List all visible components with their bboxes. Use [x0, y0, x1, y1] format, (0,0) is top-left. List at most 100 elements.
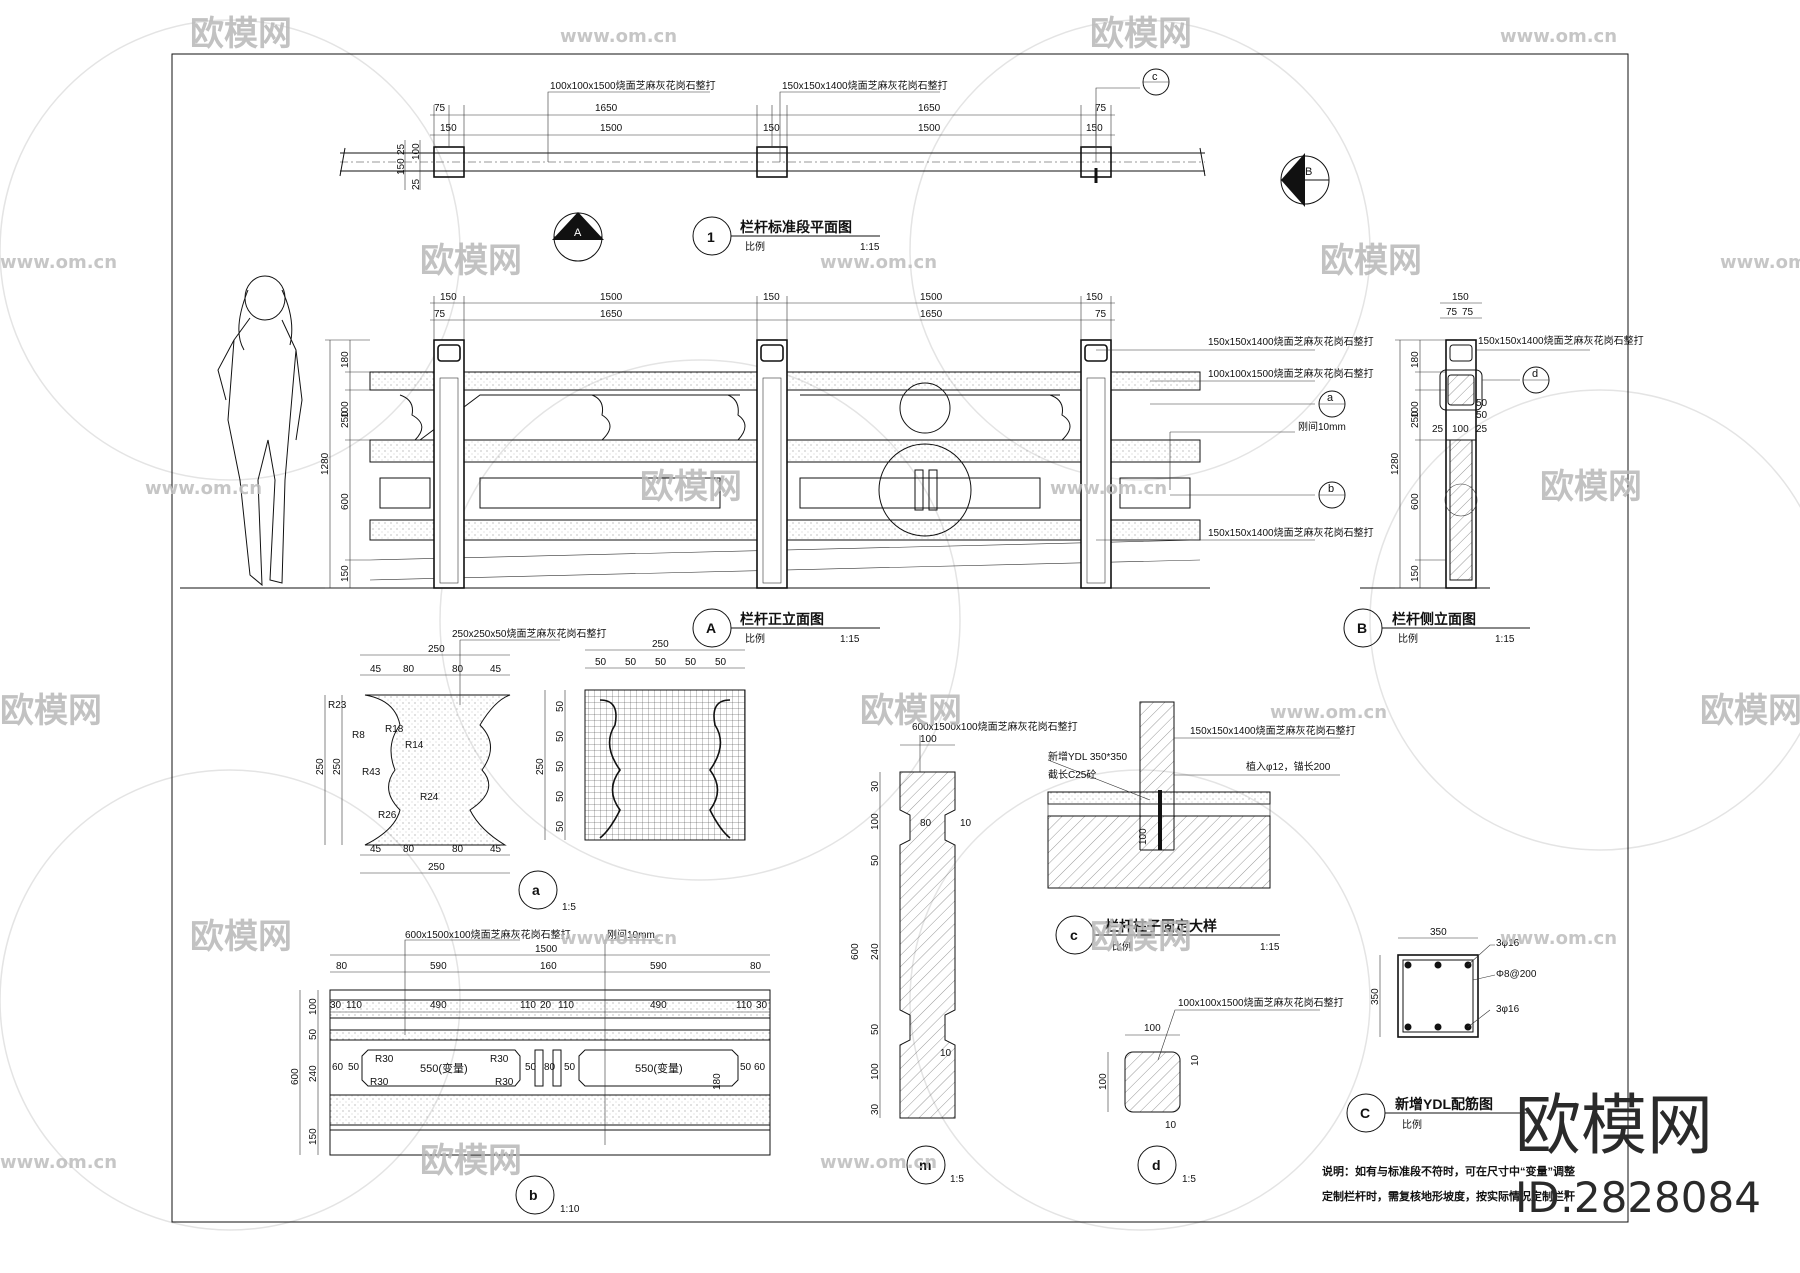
detail-c-dim-100: 100 [1138, 828, 1149, 845]
detail-a-r18: R18 [385, 724, 404, 735]
detail-b-in-50b: 50 [525, 1062, 537, 1073]
detail-b-span-b: 550(变量) [635, 1061, 683, 1075]
detail-b-in-50c: 50 [564, 1062, 576, 1073]
detail-a: 250x250x50烧面芝麻灰花岗石整打 250 45 80 80 45 45 … [315, 627, 746, 913]
detail-a-left-250b: 250 [332, 758, 343, 775]
front-dim-150-b: 150 [763, 292, 780, 303]
watermark-url-6: www.om.cn [145, 478, 262, 499]
detail-a-grid-top-50a: 50 [595, 657, 607, 668]
watermark-brand-9: 欧模网 [1700, 691, 1800, 731]
detail-b-r2-490a: 490 [430, 1000, 447, 1011]
plan-note-left: 100x100x1500烧面芝麻灰花岗石整打 [550, 79, 716, 92]
side-dim-50-a: 50 [1476, 398, 1488, 409]
detail-c-note-rebar: 植入φ12，锚长200 [1246, 760, 1331, 773]
sheet-frame [171, 53, 1629, 1223]
front-dim-250: 250 [340, 411, 351, 428]
watermark-url-3: www.om.cn [0, 252, 117, 273]
detail-c-note-concrete: 截长C25砼 [1048, 768, 1096, 781]
plan-scale-label: 比例 [745, 240, 765, 253]
ydl-rebar-stirrup: Φ8@200 [1496, 969, 1537, 980]
front-dim-600: 600 [340, 493, 351, 510]
watermark-url-12: www.om.cn [820, 1152, 937, 1173]
detail-m-left-50b: 50 [870, 1023, 881, 1035]
detail-b-r2-30b: 30 [756, 1000, 768, 1011]
detail-a-r43: R43 [362, 767, 381, 778]
front-dim-150-a: 150 [440, 292, 457, 303]
detail-b-scale: 1:10 [560, 1204, 580, 1215]
front-dim-1500-b: 1500 [920, 292, 943, 303]
watermark-brand-12: 欧模网 [420, 1141, 522, 1181]
detail-m-in-80: 80 [920, 818, 932, 829]
front-elevation: 150 1500 150 1500 150 75 1650 1650 75 18… [180, 275, 1374, 648]
detail-b-top-160: 160 [540, 961, 557, 972]
detail-c-note-ydl: 新增YDL 350*350 [1048, 750, 1128, 763]
detail-a-grid-top-50c: 50 [655, 657, 667, 668]
detail-b-in-60a: 60 [332, 1062, 344, 1073]
detail-a-label: a [532, 882, 540, 898]
detail-a-grid-top-50e: 50 [715, 657, 727, 668]
detail-m-note: 600x1500x100烧面芝麻灰花岗石整打 [912, 720, 1078, 733]
detail-m-left-30a: 30 [870, 780, 881, 792]
detail-b-r2-20: 20 [540, 1000, 552, 1011]
detail-b-left-100: 100 [308, 998, 319, 1015]
ydl-title: 新增YDL配筋图 [1395, 1096, 1493, 1112]
watermark-url-11: www.om.cn [0, 1152, 117, 1173]
detail-m-left-240: 240 [870, 943, 881, 960]
front-dim-1650-b: 1650 [920, 309, 943, 320]
detail-b-r30b: R30 [490, 1054, 509, 1065]
detail-a-bot-45b: 45 [490, 844, 502, 855]
side-elevation: 180 100 250 600 150 1280 150 75 75 50 50… [1343, 292, 1644, 648]
side-dim-100: 100 [1452, 424, 1469, 435]
side-dim-180: 180 [1410, 351, 1421, 368]
watermark-brand-5: 欧模网 [640, 467, 742, 507]
detail-d-dim-100-left: 100 [1098, 1073, 1109, 1090]
detail-m-in-10b: 10 [940, 1048, 952, 1059]
detail-m-scale: 1:5 [950, 1174, 964, 1185]
front-note-gap: 刚间10mm [1298, 420, 1346, 433]
side-dim-600: 600 [1410, 493, 1421, 510]
human-figure-icon [217, 275, 303, 587]
note-line-1: 说明：如有与标准段不符时，可在尺寸中“变量”调整 [1322, 1164, 1575, 1178]
detail-b-left-50: 50 [308, 1028, 319, 1040]
front-scale-label: 比例 [745, 632, 765, 645]
detail-a-scale: 1:5 [562, 902, 576, 913]
plan-dim-150-a: 150 [440, 123, 457, 134]
plan-view: 75 1650 1650 75 150 1500 150 1500 150 25… [339, 68, 1330, 262]
detail-a-top-45a: 45 [370, 664, 382, 675]
detail-m-left-50a: 50 [870, 854, 881, 866]
detail-c-title: 栏杆柱子固定大样 [1105, 918, 1217, 934]
detail-b-left-600: 600 [290, 1068, 301, 1085]
front-dim-75-b: 75 [1095, 309, 1107, 320]
detail-a-r14: R14 [405, 740, 424, 751]
detail-b-r2-110b: 110 [520, 1000, 536, 1011]
detail-a-grid-left-50d: 50 [555, 790, 566, 802]
brand-id-text: ID:2828084 [1515, 1173, 1761, 1222]
detail-a-top-80b: 80 [452, 664, 464, 675]
watermark-brand-8: 欧模网 [860, 691, 962, 731]
detail-b-r30a: R30 [375, 1054, 394, 1065]
side-dim-75-a: 75 [1446, 307, 1458, 318]
front-note-post: 150x150x1400烧面芝麻灰花岗石整打 [1208, 335, 1374, 348]
side-title: 栏杆侧立面图 [1392, 611, 1476, 627]
detail-a-top-45b: 45 [490, 664, 502, 675]
watermark-brand-6: 欧模网 [1540, 467, 1642, 507]
detail-c-scale: 1:15 [1260, 942, 1280, 953]
front-dim-1500-a: 1500 [600, 292, 623, 303]
plan-dim-1650-a: 1650 [595, 103, 618, 114]
detail-b-r2-30a: 30 [330, 1000, 342, 1011]
plan-dim-1500-b: 1500 [918, 123, 941, 134]
ydl-scale-label: 比例 [1402, 1118, 1422, 1131]
front-number: A [706, 620, 716, 636]
detail-b-note: 600x1500x100烧面芝麻灰花岗石整打 [405, 928, 571, 941]
detail-m-left-100b: 100 [870, 1063, 881, 1080]
detail-b-r30d: R30 [495, 1077, 514, 1088]
detail-d-dim-100-top: 100 [1144, 1023, 1161, 1034]
detail-b-180: 180 [712, 1073, 723, 1090]
detail-a-grid-left-50c: 50 [555, 760, 566, 772]
watermark-url-10: www.om.cn [1500, 928, 1617, 949]
side-number: B [1357, 620, 1367, 636]
watermark-url-2: www.om.cn [1500, 26, 1617, 47]
side-dim-75-b: 75 [1462, 307, 1474, 318]
ydl-rebar-top: 3φ16 [1496, 938, 1520, 949]
